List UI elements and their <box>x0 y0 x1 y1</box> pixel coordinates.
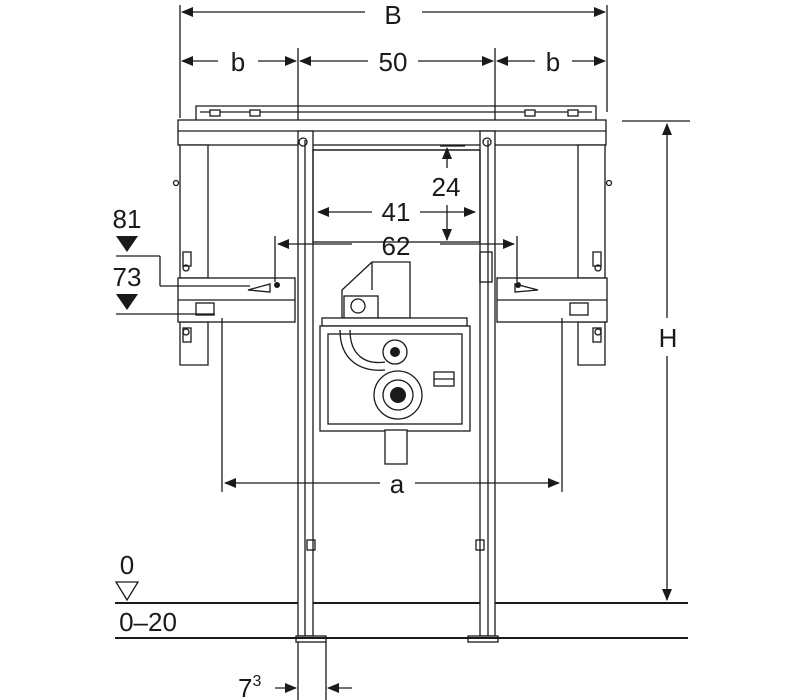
label-H: H <box>659 323 678 353</box>
label-24: 24 <box>432 172 461 202</box>
label-62: 62 <box>382 231 411 261</box>
label-7: 73 <box>238 673 261 700</box>
label-zero: 0 <box>120 550 134 580</box>
floor-lines <box>114 581 688 639</box>
dimension-a <box>221 318 563 492</box>
label-a: a <box>390 469 405 499</box>
dimension-H <box>622 120 690 601</box>
height-markers <box>116 236 250 315</box>
top-rail <box>177 105 607 146</box>
frame-legs <box>295 130 499 643</box>
side-brackets <box>172 144 613 366</box>
inner-frame <box>312 149 481 243</box>
label-73: 73 <box>113 262 142 292</box>
valve-assembly <box>319 251 493 465</box>
label-0-20: 0–20 <box>119 607 177 637</box>
label-B: B <box>384 0 401 30</box>
label-b-left: b <box>231 47 245 77</box>
dimension-7 <box>275 642 352 700</box>
label-50: 50 <box>379 47 408 77</box>
label-b-right: b <box>546 47 560 77</box>
dimension-62 <box>274 236 518 282</box>
label-81: 81 <box>113 204 142 234</box>
label-41: 41 <box>382 197 411 227</box>
dimension-24 <box>440 145 465 241</box>
